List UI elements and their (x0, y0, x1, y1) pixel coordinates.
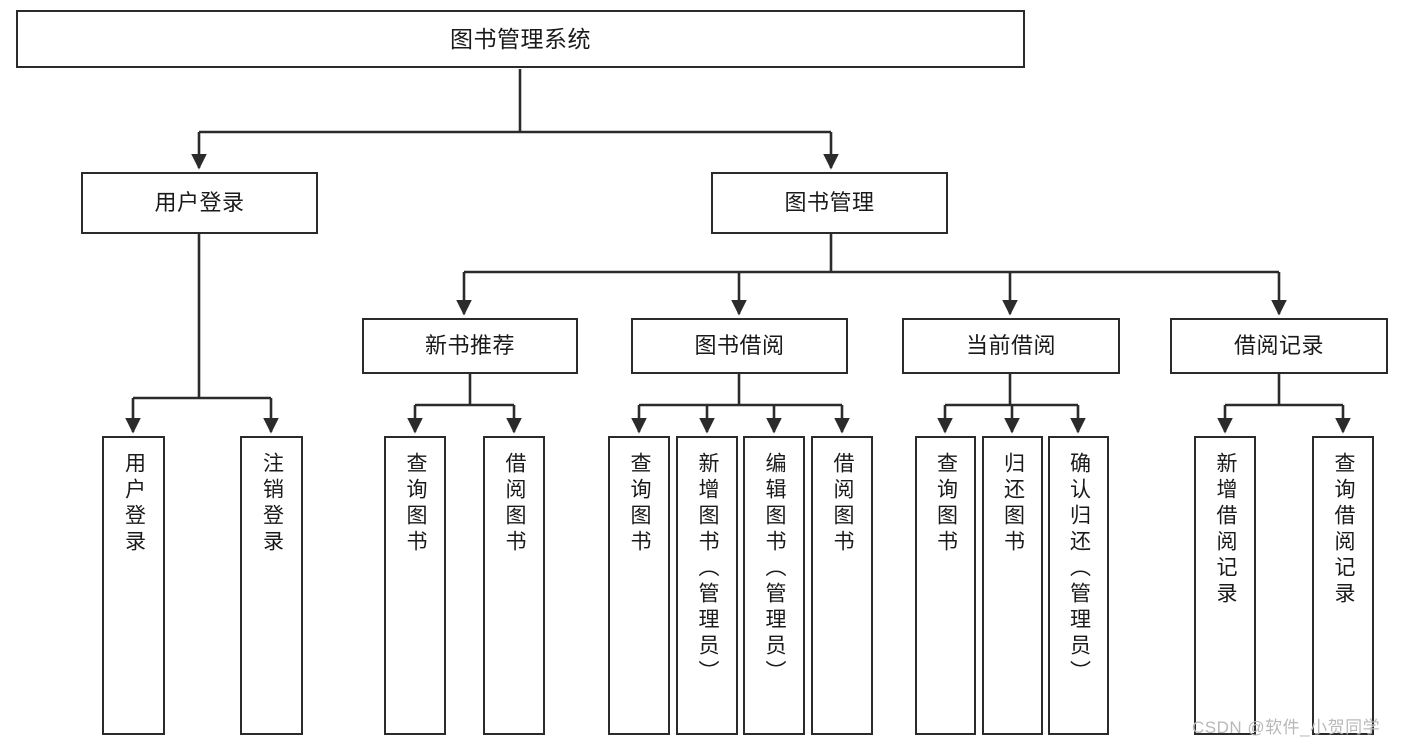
node-label: 图书管理系统 (450, 25, 591, 52)
node-book-management-system[interactable]: 图书管理系统 (16, 10, 1025, 68)
node-user-login[interactable]: 用户登录 (81, 172, 318, 234)
node-label: 注销登录 (260, 452, 284, 556)
node-label: 新增图书（管理员） (696, 452, 720, 686)
node-label: 查询图书 (934, 452, 958, 556)
node-label: 归还图书 (1001, 452, 1025, 556)
leaf-return-book[interactable]: 归还图书 (982, 436, 1043, 735)
watermark: CSDN @软件_小贺同学 (1192, 718, 1381, 737)
node-book-borrow[interactable]: 图书借阅 (631, 318, 848, 374)
node-book-management[interactable]: 图书管理 (711, 172, 948, 234)
node-new-book-recommend[interactable]: 新书推荐 (362, 318, 578, 374)
node-label: 新增借阅记录 (1214, 452, 1238, 608)
leaf-add-book-admin[interactable]: 新增图书（管理员） (676, 436, 738, 735)
node-label: 查询图书 (404, 452, 428, 556)
node-label: 查询图书 (628, 452, 652, 556)
node-borrow-record[interactable]: 借阅记录 (1170, 318, 1388, 374)
node-label: 图书借阅 (694, 333, 785, 359)
leaf-logout[interactable]: 注销登录 (240, 436, 303, 735)
leaf-user-login[interactable]: 用户登录 (102, 436, 165, 735)
node-label: 图书管理 (784, 190, 875, 216)
node-label: 用户登录 (122, 452, 146, 556)
node-label: 借阅图书 (503, 452, 527, 556)
node-label: 借阅图书 (831, 452, 855, 556)
leaf-query-borrow-record[interactable]: 查询借阅记录 (1312, 436, 1374, 735)
leaf-borrow-book-new-recommend[interactable]: 借阅图书 (483, 436, 545, 735)
node-label: 查询借阅记录 (1332, 452, 1356, 608)
leaf-query-book-borrow[interactable]: 查询图书 (608, 436, 670, 735)
leaf-query-book-current[interactable]: 查询图书 (915, 436, 976, 735)
node-label: 当前借阅 (965, 333, 1056, 359)
node-label: 用户登录 (154, 190, 245, 216)
leaf-borrow-book[interactable]: 借阅图书 (811, 436, 873, 735)
node-label: 借阅记录 (1233, 333, 1324, 359)
node-label: 确认归还（管理员） (1067, 452, 1091, 686)
leaf-add-borrow-record[interactable]: 新增借阅记录 (1194, 436, 1256, 735)
leaf-edit-book-admin[interactable]: 编辑图书（管理员） (743, 436, 805, 735)
node-label: 编辑图书（管理员） (763, 452, 787, 686)
node-current-borrow[interactable]: 当前借阅 (902, 318, 1120, 374)
node-label: 新书推荐 (424, 333, 515, 359)
leaf-query-book-new-recommend[interactable]: 查询图书 (384, 436, 446, 735)
leaf-confirm-return-admin[interactable]: 确认归还（管理员） (1048, 436, 1109, 735)
